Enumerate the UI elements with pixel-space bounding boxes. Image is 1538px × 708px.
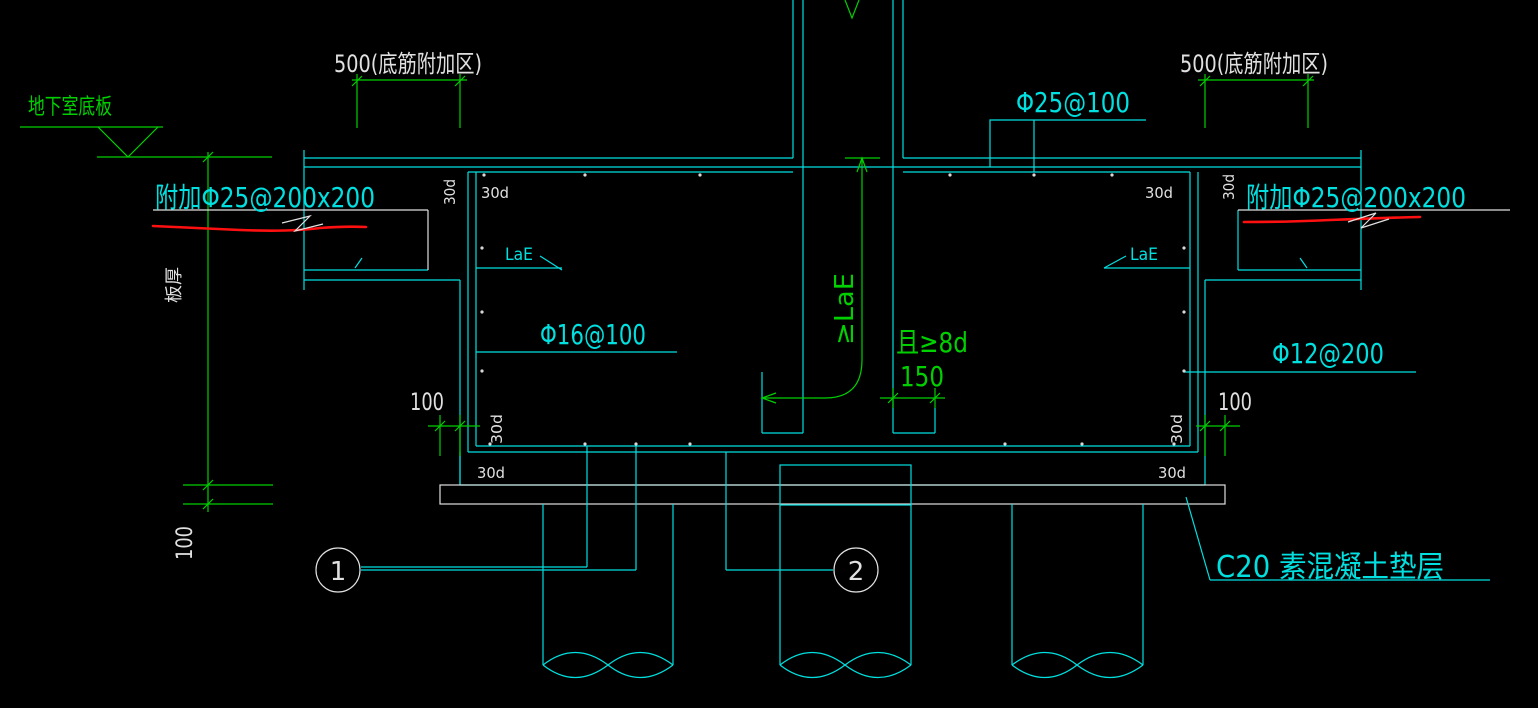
dim-100-label-right: 100	[1218, 388, 1252, 416]
cushion-layer	[439, 484, 1490, 581]
anchor-30d-label: 30d	[477, 464, 505, 482]
cushion-label: C20 素混凝土垫层	[1216, 550, 1444, 585]
dim-150-label: 150	[900, 360, 944, 393]
slab-top	[303, 150, 1362, 290]
extra-rebar-label-right: 附加Φ25@200x200	[1246, 181, 1466, 214]
anchor-30d-label: 30d	[481, 184, 509, 202]
side-rebar-label-right: Φ12@200	[1272, 337, 1384, 370]
callout-1-circle	[315, 547, 361, 593]
zone-label-right: 500(底筋附加区)	[1180, 50, 1328, 78]
rebar-dots	[480, 173, 1186, 446]
red-markup-right	[1242, 215, 1422, 224]
callout-leaders	[361, 446, 833, 571]
basement-slab-label: 地下室底板	[28, 95, 112, 120]
anchor-30d-label: 30d	[1168, 414, 1186, 444]
white-leaders	[153, 209, 1510, 270]
callout-1-number: 1	[330, 557, 347, 587]
lae-label-right: LaE	[1130, 245, 1158, 265]
dim-100-label-bottom: 100	[173, 526, 198, 560]
anchor-30d-label: 30d	[488, 414, 506, 444]
anchor-30d-label: 30d	[1158, 464, 1186, 482]
break-mark-right	[1347, 212, 1390, 229]
extra-rebar-label-left: 附加Φ25@200x200	[155, 181, 375, 214]
side-rebar-label-left: Φ16@100	[540, 318, 646, 351]
lae-vertical-label: ≥LaE	[830, 273, 860, 345]
and-8d-label: 且≥8d	[896, 326, 968, 359]
anchor-30d-label: 30d	[441, 179, 459, 205]
lae-label-left: LaE	[505, 245, 533, 265]
dim-100-label-left: 100	[410, 388, 444, 416]
callout-2-number: 2	[848, 557, 865, 587]
cyan-leaders	[354, 119, 1308, 271]
piles	[542, 464, 1144, 678]
red-markup-left	[151, 224, 368, 232]
vertical-label: 板厚	[164, 267, 185, 303]
dimension-lines	[20, 74, 1314, 512]
break-mark-left	[281, 214, 324, 233]
zone-label-left: 500(底筋附加区)	[334, 50, 482, 78]
anchor-30d-label: 30d	[1145, 184, 1173, 202]
top-rebar-label: Φ25@100	[1016, 86, 1130, 119]
callout-2-circle	[833, 547, 879, 593]
column-outline	[761, 0, 936, 434]
anchor-30d-label: 30d	[1220, 174, 1238, 200]
